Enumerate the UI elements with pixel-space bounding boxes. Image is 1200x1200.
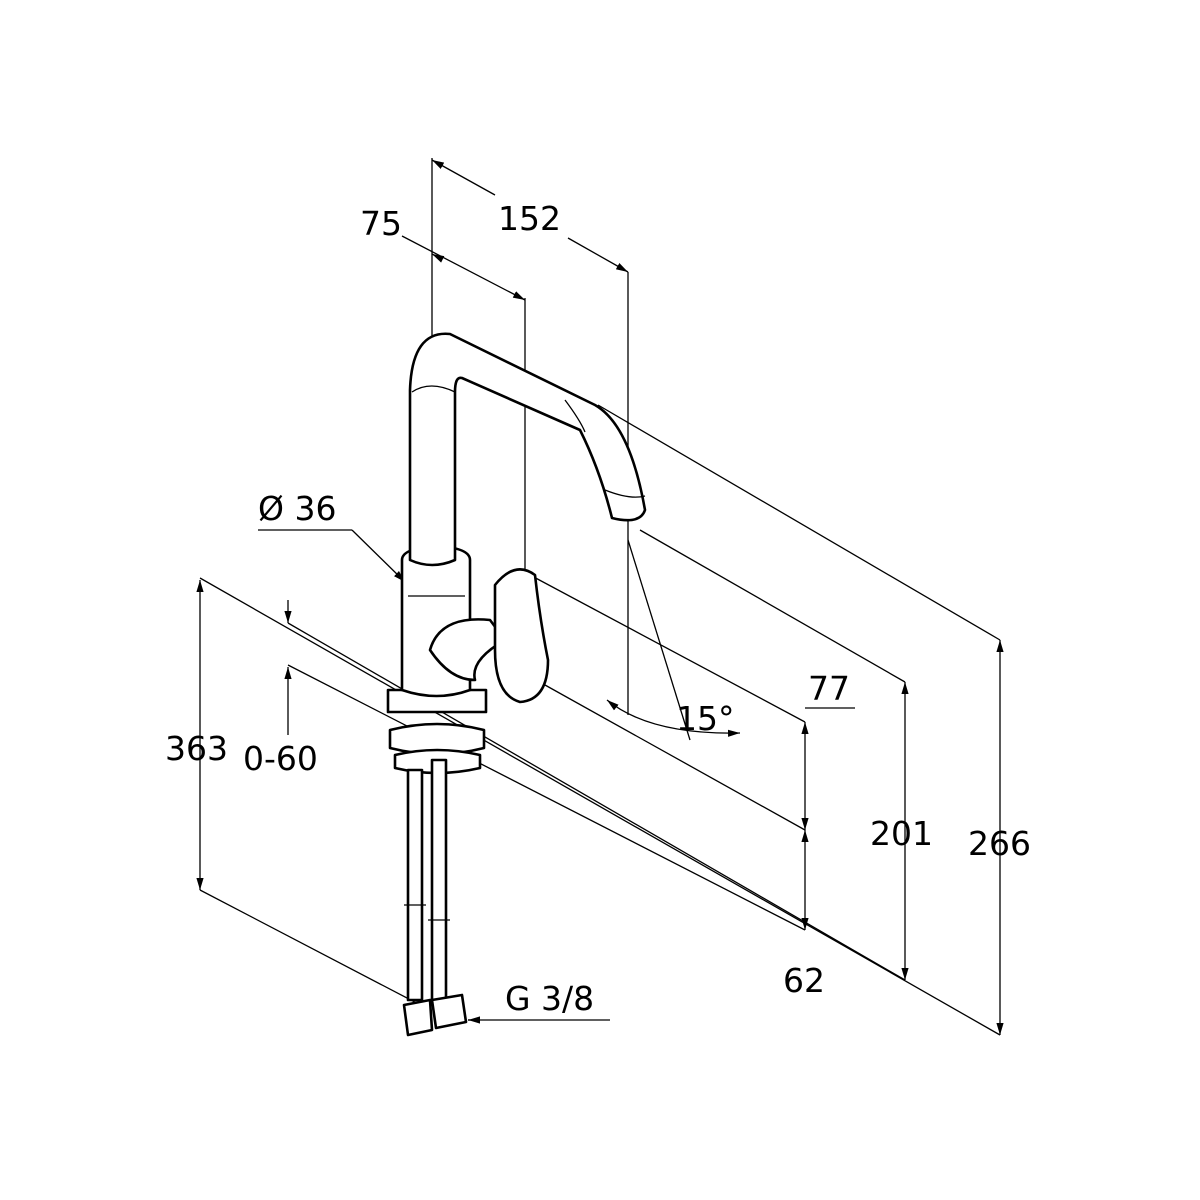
label-0-60: 0-60 — [243, 739, 318, 778]
lever-handle — [493, 568, 550, 704]
dimension-lines — [196, 159, 1004, 1035]
hose-right — [430, 758, 448, 1002]
label-62: 62 — [783, 961, 825, 1000]
faucet — [386, 332, 647, 1037]
label-266: 266 — [968, 824, 1031, 863]
label-diameter-36: Ø 36 — [258, 489, 336, 528]
spout — [408, 332, 647, 567]
label-201: 201 — [870, 814, 933, 853]
dimension-labels: 152 75 Ø 36 363 0-60 77 15° 201 266 62 G… — [165, 199, 1031, 1018]
connector-right — [430, 993, 468, 1030]
label-363: 363 — [165, 729, 228, 768]
hose-left — [406, 768, 424, 1002]
label-15-degrees: 15° — [676, 699, 735, 738]
label-75: 75 — [360, 204, 402, 243]
extension-lines — [199, 158, 1001, 1036]
label-77: 77 — [808, 669, 850, 708]
handle-neck — [428, 618, 507, 682]
label-g-3-8: G 3/8 — [505, 979, 594, 1018]
connector-left — [402, 998, 434, 1037]
label-152: 152 — [498, 199, 561, 238]
